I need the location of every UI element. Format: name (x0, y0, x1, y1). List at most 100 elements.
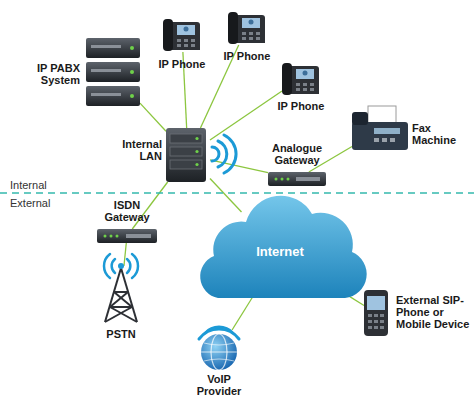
pabx-server-icon (130, 94, 134, 98)
globe-icon (201, 351, 237, 352)
fax-machine-icon (352, 106, 408, 150)
ip-phone-icon (282, 63, 319, 95)
fax-machine-icon (374, 138, 379, 142)
network-link (140, 103, 166, 131)
wifi-symbol (212, 135, 236, 173)
analogue-gateway-icon (287, 178, 290, 181)
lan-server-icon (170, 160, 202, 169)
network-device: Internal LAN (166, 128, 210, 182)
network-device: PSTN (98, 266, 144, 324)
globe-icon (205, 327, 233, 333)
network-device: Analogue Gateway (268, 172, 326, 186)
mobile-phone-icon (367, 296, 385, 310)
network-link (232, 294, 254, 330)
network-device: Fax Machine (352, 108, 408, 152)
lan-server-icon (166, 128, 206, 182)
pabx-server-icon (86, 86, 140, 106)
network-device: IP Phone (282, 60, 320, 96)
network-device: IP PABX System (86, 38, 140, 110)
analogue-gateway-icon (268, 172, 326, 186)
network-link (210, 178, 242, 212)
wifi-symbol (212, 147, 219, 161)
mobile-phone-icon (380, 320, 384, 323)
radio-tower-icon (118, 263, 124, 269)
radio-tower-icon (110, 292, 128, 307)
radio-tower-icon (105, 268, 137, 322)
pabx-server-icon (86, 38, 140, 106)
mobile-phone-icon (368, 326, 372, 329)
analogue-gateway-icon (296, 177, 320, 181)
device-label: IP Phone (212, 50, 282, 62)
lan-server-icon (195, 163, 198, 166)
network-link (210, 91, 282, 140)
device-label: VoIP Provider (189, 373, 249, 397)
globe-icon (201, 334, 237, 370)
network-device: ISDN Gateway (97, 229, 157, 243)
ip-phone-icon (163, 19, 200, 51)
cloud-shape (200, 196, 366, 298)
isdn-gateway-icon (97, 229, 157, 243)
network-device: External SIP-Phone or Mobile Device (364, 290, 388, 336)
analogue-gateway-icon (268, 172, 326, 186)
pabx-server-icon (91, 93, 121, 96)
cloud-shape (200, 196, 366, 298)
analogue-gateway-icon (281, 178, 284, 181)
mobile-phone-icon (364, 290, 388, 336)
device-label: Internal LAN (108, 138, 162, 162)
fax-machine-icon (374, 128, 400, 134)
zone-label: External (10, 197, 50, 209)
mobile-phone-icon (374, 314, 378, 317)
mobile-phone-icon (368, 320, 372, 323)
radio-tower-icon (104, 254, 138, 322)
network-device: Internet (215, 212, 345, 294)
mobile-phone-icon (374, 320, 378, 323)
globe-icon (199, 327, 239, 370)
lan-server-icon (195, 137, 198, 140)
mobile-phone-icon (380, 326, 384, 329)
globe-icon (204, 359, 234, 361)
mobile-phone-icon (380, 314, 384, 317)
radio-tower-icon (114, 292, 132, 307)
device-label: ISDN Gateway (92, 199, 162, 223)
device-label: IP Phone (266, 100, 336, 112)
radio-tower-icon (132, 254, 138, 278)
device-label: IP Phone (147, 58, 217, 70)
lan-server-icon (166, 128, 206, 182)
lan-server-icon (195, 150, 198, 153)
device-label: Fax Machine (412, 122, 466, 146)
isdn-gateway-icon (97, 229, 157, 243)
pabx-server-icon (91, 45, 121, 48)
device-label: External SIP-Phone or Mobile Device (396, 294, 474, 330)
fax-machine-icon (368, 106, 396, 124)
lan-server-icon (170, 147, 202, 156)
pabx-server-icon (91, 69, 121, 72)
device-label: IP PABX System (16, 62, 80, 86)
analogue-gateway-icon (275, 178, 278, 181)
lan-server-icon (170, 134, 202, 143)
mobile-phone-icon (374, 326, 378, 329)
ip-phone-icon (228, 12, 265, 44)
device-label: Internet (215, 245, 345, 259)
pabx-server-icon (86, 38, 140, 58)
device-label: PSTN (91, 328, 151, 340)
zone-label: Internal (10, 179, 47, 191)
radio-tower-icon (127, 259, 130, 273)
isdn-gateway-icon (116, 235, 119, 238)
fax-machine-icon (352, 122, 408, 150)
device-label: Analogue Gateway (262, 142, 332, 166)
network-device: IP Phone (228, 9, 266, 45)
network-device: IP Phone (163, 16, 201, 52)
radio-tower-icon (104, 254, 110, 278)
mobile-phone-icon (364, 290, 388, 336)
pabx-server-icon (86, 62, 140, 82)
fax-machine-icon (352, 112, 368, 125)
radio-tower-icon (112, 259, 115, 273)
mobile-phone-icon (368, 314, 372, 317)
radio-tower-icon (105, 307, 132, 322)
wifi-symbol (224, 135, 236, 173)
boundary-line (0, 192, 474, 194)
pabx-server-icon (130, 46, 134, 50)
network-device: VoIP Provider (197, 330, 241, 372)
